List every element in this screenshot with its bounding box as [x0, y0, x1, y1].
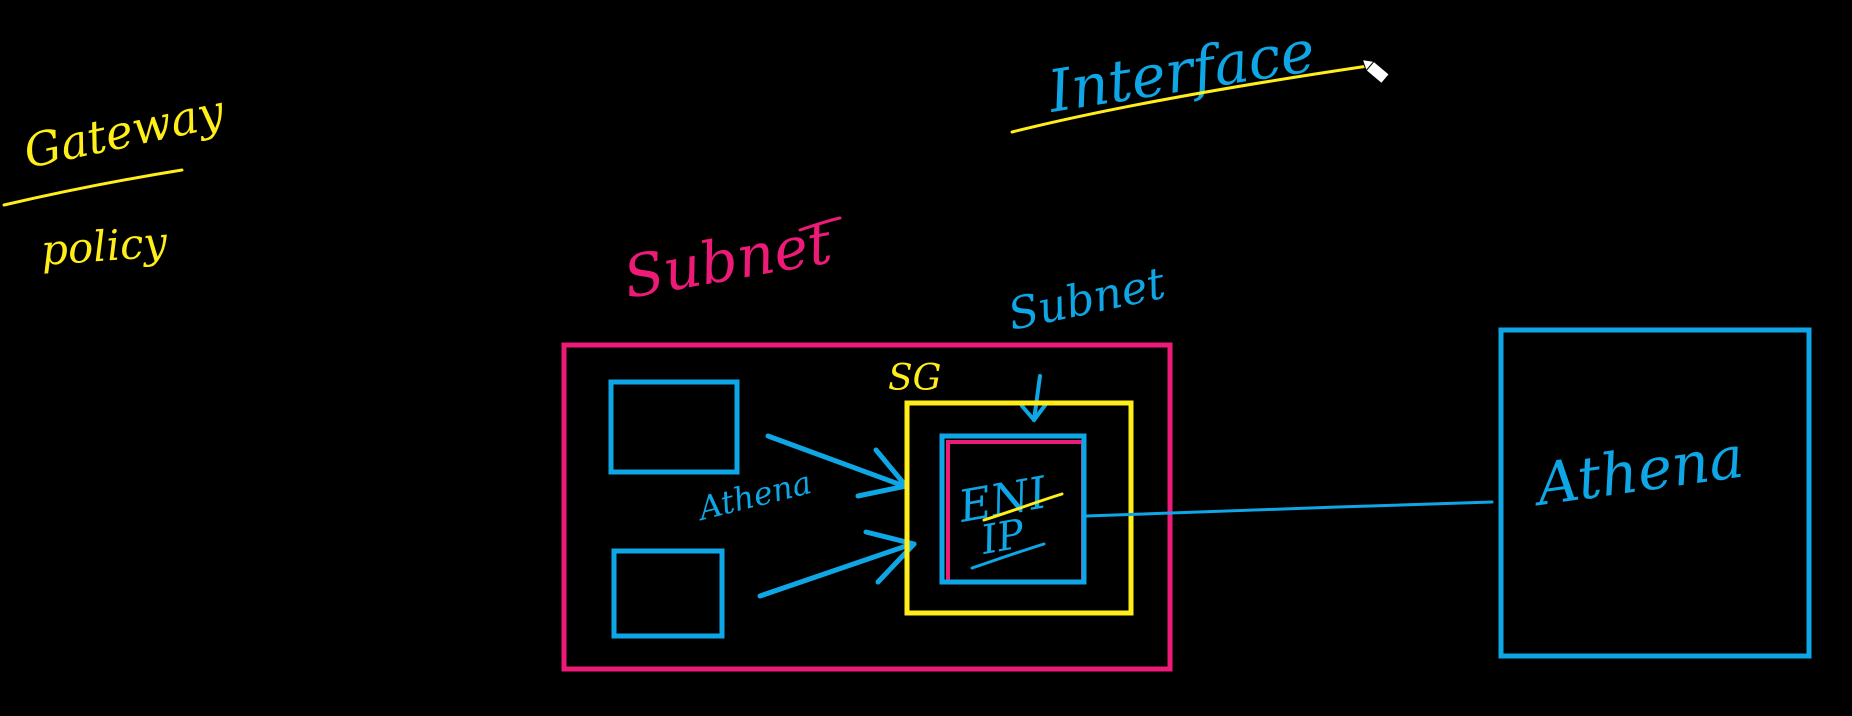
- policy-label: policy: [39, 217, 170, 275]
- athena-service-box: [1498, 327, 1812, 659]
- interface-underline: [1010, 64, 1370, 134]
- ip-label: IP: [977, 511, 1029, 564]
- sg-box: [904, 400, 1134, 616]
- instance-box-bottom: [611, 548, 725, 639]
- ip-underline: [970, 542, 1046, 570]
- sg-label: SG: [888, 358, 941, 399]
- pencil-cursor-icon: [1361, 58, 1390, 85]
- eni-underline: [982, 492, 1064, 522]
- subnet-inner-arrow: [1020, 374, 1048, 422]
- subnet-outer-box: [561, 342, 1173, 672]
- instance-box-top: [608, 379, 740, 475]
- arrow-top: [765, 433, 909, 499]
- subnet-outer-tail: [798, 216, 842, 232]
- eni-box: [939, 433, 1087, 585]
- eni-to-athena-line: [1084, 500, 1494, 518]
- gateway-underline: [2, 168, 184, 207]
